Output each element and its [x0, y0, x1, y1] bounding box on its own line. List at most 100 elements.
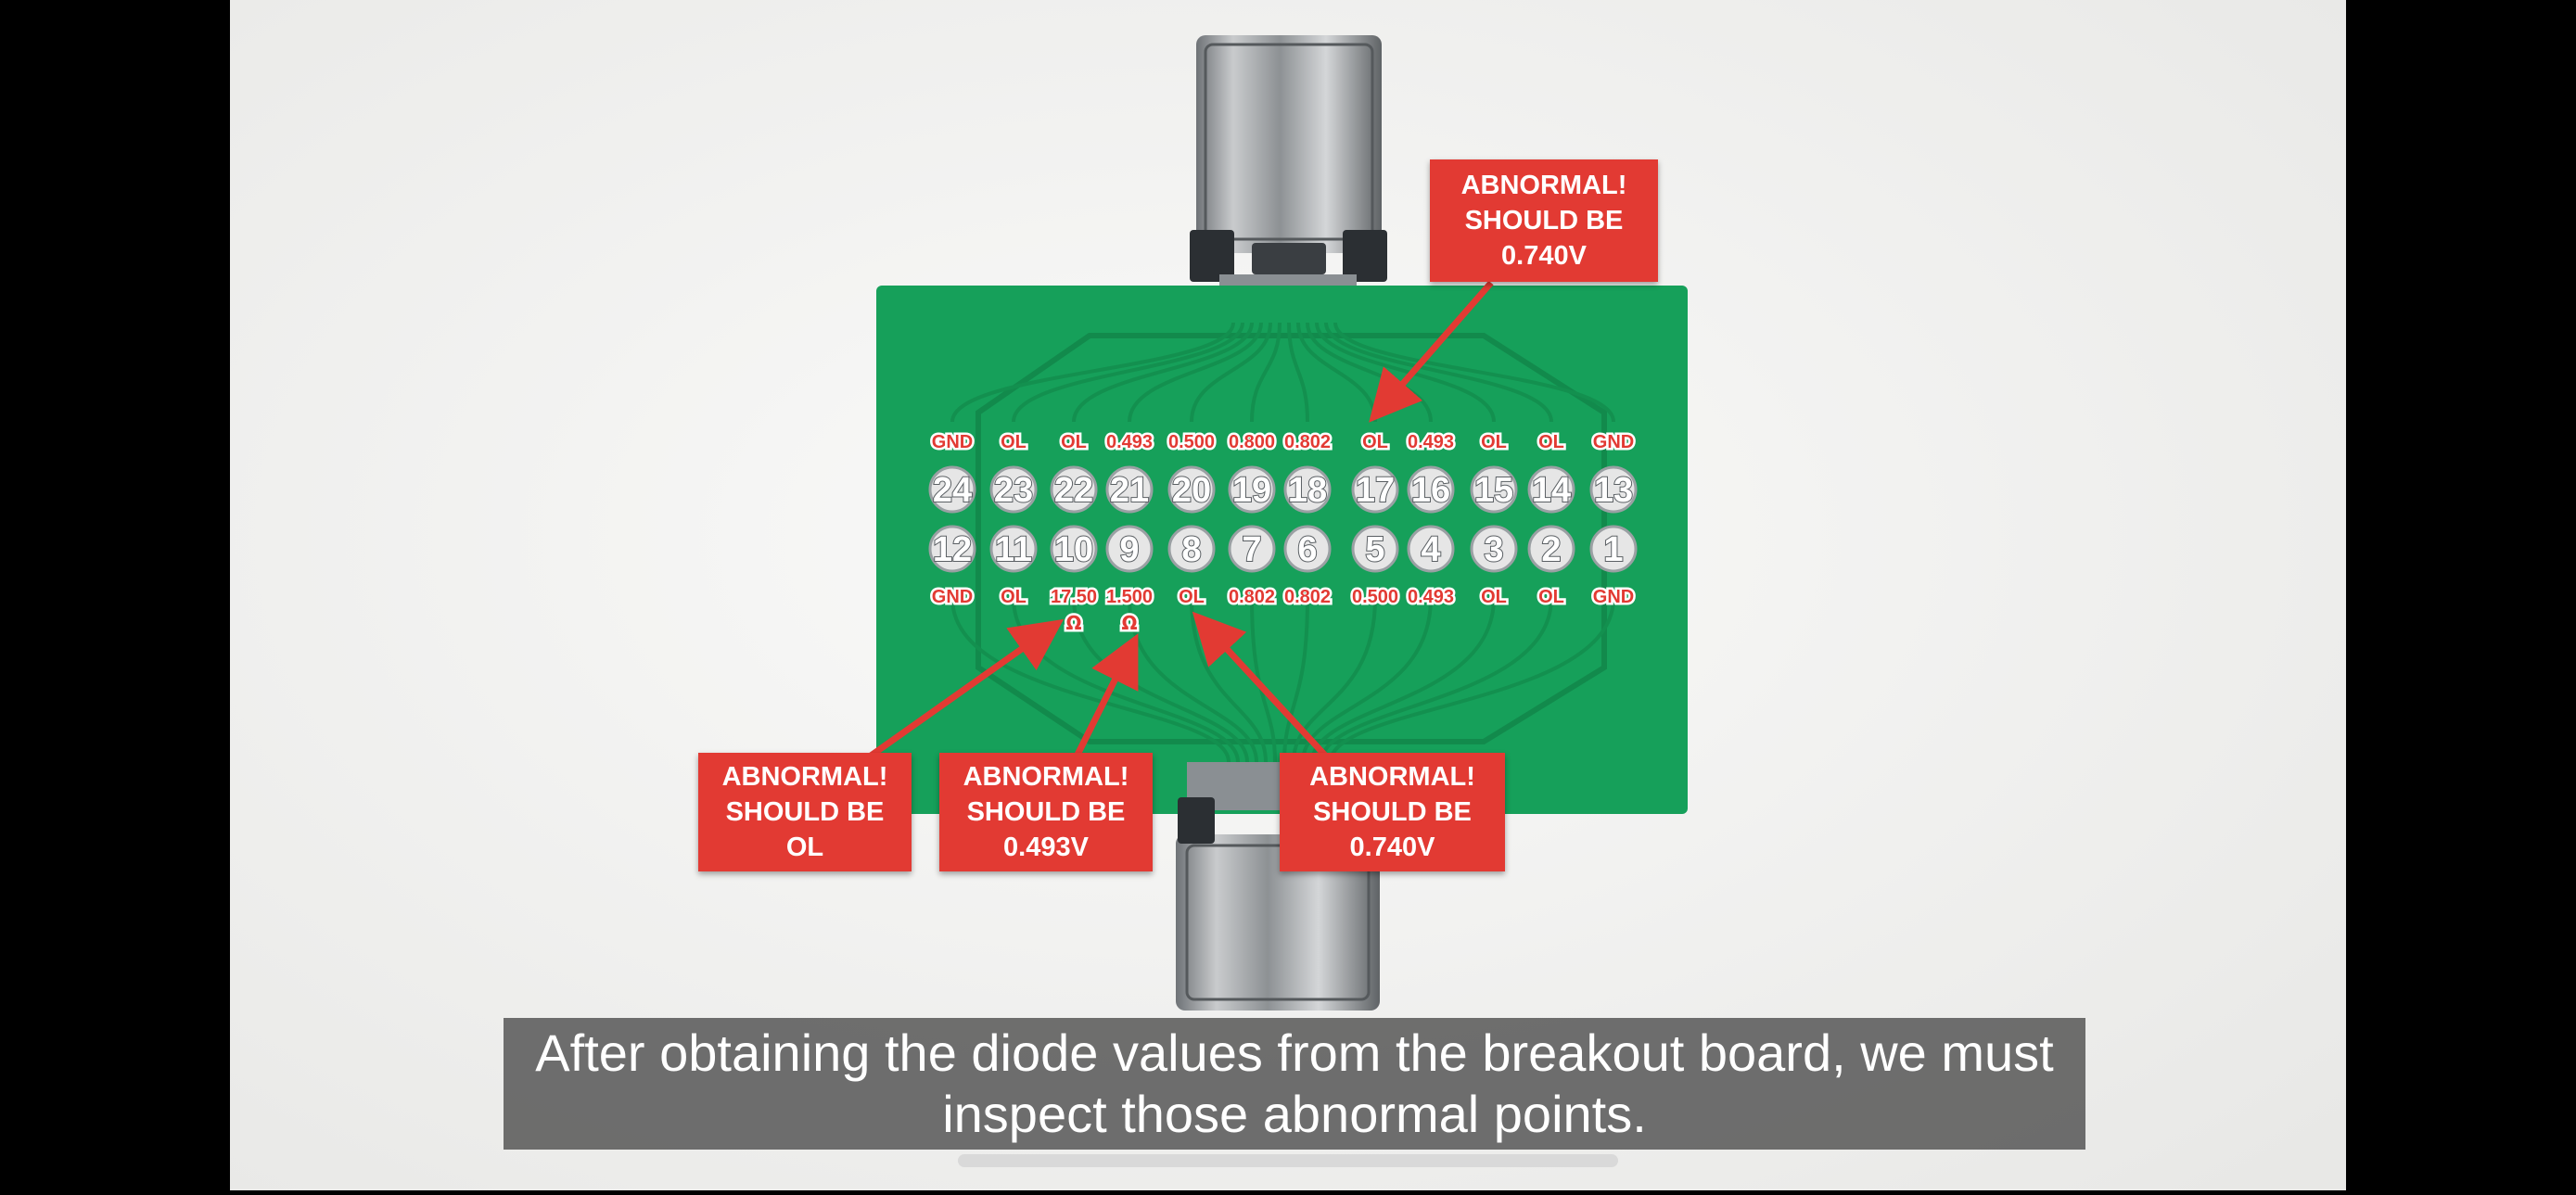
top-pin-24[interactable]: 24	[928, 465, 976, 514]
arrow-left	[864, 618, 1065, 761]
annotation-top-line2: SHOULD BE	[1464, 206, 1624, 235]
top-pin-23[interactable]: 23	[989, 465, 1038, 514]
pcb-outline-trace	[976, 333, 1607, 744]
top-pin-21[interactable]: 21	[1105, 465, 1154, 514]
top-value: 0.493	[1408, 432, 1454, 452]
pin-pad	[1407, 465, 1455, 514]
top-value: OL	[1001, 432, 1027, 452]
pin-pad	[928, 525, 976, 573]
green-pcb	[876, 286, 1688, 814]
top-pin-18[interactable]: 18	[1283, 465, 1332, 514]
bottom-pin-1[interactable]: 1	[1589, 525, 1638, 573]
pin-pad	[1050, 525, 1098, 573]
pcb-trace	[1292, 597, 1377, 763]
pcb-trace	[1190, 322, 1272, 423]
top-pin-16[interactable]: 16	[1407, 465, 1455, 514]
bottom-value: GND	[1593, 587, 1634, 607]
annotation-mid-line3: 0.493V	[1003, 833, 1089, 862]
pin-number: 22	[1054, 471, 1093, 510]
bottom-value: 0.802	[1229, 587, 1275, 607]
pin-number: 20	[1172, 471, 1211, 510]
caption-line2: inspect those abnormal points.	[942, 1085, 1647, 1143]
bottom-value: 0.802	[1284, 587, 1331, 607]
annotation-top-line3: 0.740V	[1501, 241, 1587, 271]
pcb-trace	[1072, 597, 1249, 763]
pin-pad	[1050, 465, 1098, 514]
bottom-pin-10[interactable]: 10	[1050, 525, 1098, 573]
pcb-trace	[1320, 597, 1553, 763]
bottom-pin-7[interactable]: 7	[1228, 525, 1276, 573]
left-letterbox	[0, 0, 230, 1190]
annotation-mid: ABNORMAL! SHOULD BE 0.493V	[939, 753, 1153, 871]
pcb-trace	[1310, 597, 1496, 763]
top-value: OL	[1481, 432, 1507, 452]
bottom-pin-6[interactable]: 6	[1283, 525, 1332, 573]
top-pin-15[interactable]: 15	[1470, 465, 1518, 514]
subtitle-caption: After obtaining the diode values from th…	[504, 1018, 2085, 1150]
bottom-pin-9[interactable]: 9	[1105, 525, 1154, 573]
pin-pad	[928, 465, 976, 514]
bottom-value: OL	[1179, 587, 1205, 607]
top-pin-20[interactable]: 20	[1167, 465, 1216, 514]
pin-pad	[1407, 525, 1455, 573]
bottom-pin-2[interactable]: 2	[1527, 525, 1575, 573]
annotation-left-line3: OL	[785, 833, 824, 862]
pcb-trace	[1333, 322, 1615, 423]
pin-pad	[1527, 525, 1575, 573]
pin-pad	[989, 465, 1038, 514]
pin-number: 15	[1474, 471, 1513, 510]
annotation-left-line2: SHOULD BE	[725, 797, 885, 827]
arrow-right	[1192, 611, 1331, 761]
annotation-mid-line1: ABNORMAL!	[963, 762, 1129, 792]
pin-pad	[1351, 465, 1399, 514]
bottom-pin-4[interactable]: 4	[1407, 525, 1455, 573]
pin-number: 23	[994, 471, 1033, 510]
bottom-value: OL	[1001, 587, 1027, 607]
top-pin-14[interactable]: 14	[1527, 465, 1575, 514]
pin-pad	[1105, 525, 1154, 573]
annotation-mid-line2: SHOULD BE	[966, 797, 1126, 827]
top-value: OL	[1061, 432, 1087, 452]
pin-number: 21	[1110, 471, 1149, 510]
bottom-pin-3[interactable]: 3	[1470, 525, 1518, 573]
ohm-unit: Ω	[1121, 612, 1137, 634]
top-pin-19[interactable]: 19	[1228, 465, 1276, 514]
annotation-right-line1: ABNORMAL!	[1309, 762, 1475, 792]
annotation-left-line1: ABNORMAL!	[721, 762, 888, 792]
pin-number: 17	[1356, 471, 1395, 510]
pin-number: 5	[1365, 530, 1384, 569]
bottom-value: OL	[1481, 587, 1507, 607]
bottom-pin-11[interactable]: 11	[989, 525, 1038, 573]
home-indicator-bar[interactable]	[958, 1154, 1618, 1167]
bottom-pin-12[interactable]: 12	[928, 525, 976, 573]
annotation-arrows	[864, 280, 1494, 761]
pin-pad	[1351, 525, 1399, 573]
pin-number: 1	[1603, 530, 1623, 569]
pcb-traces	[950, 322, 1615, 763]
pin-pad	[1283, 465, 1332, 514]
pcb-trace	[1012, 322, 1244, 423]
bottom-value: 0.500	[1352, 587, 1398, 607]
pin-pad	[1228, 525, 1276, 573]
pin-number: 16	[1411, 471, 1450, 510]
bottom-value: OL	[1538, 587, 1564, 607]
pcb-trace	[950, 597, 1231, 763]
top-value: 0.493	[1106, 432, 1153, 452]
bottom-pin-5[interactable]: 5	[1351, 525, 1399, 573]
top-pin-22[interactable]: 22	[1050, 465, 1098, 514]
top-value: OL	[1362, 432, 1388, 452]
pcb-trace	[1250, 322, 1282, 423]
annotation-right: ABNORMAL! SHOULD BE 0.740V	[1280, 753, 1505, 871]
top-pin-13[interactable]: 13	[1589, 465, 1638, 514]
pin-pad	[1527, 465, 1575, 514]
top-value: GND	[932, 432, 973, 452]
pcb-trace	[1324, 322, 1553, 423]
pcb-trace	[950, 322, 1235, 423]
bottom-pin-8[interactable]: 8	[1167, 525, 1216, 573]
pin-number: 13	[1594, 471, 1633, 510]
pin-number: 14	[1532, 471, 1571, 510]
top-pin-17[interactable]: 17	[1351, 465, 1399, 514]
